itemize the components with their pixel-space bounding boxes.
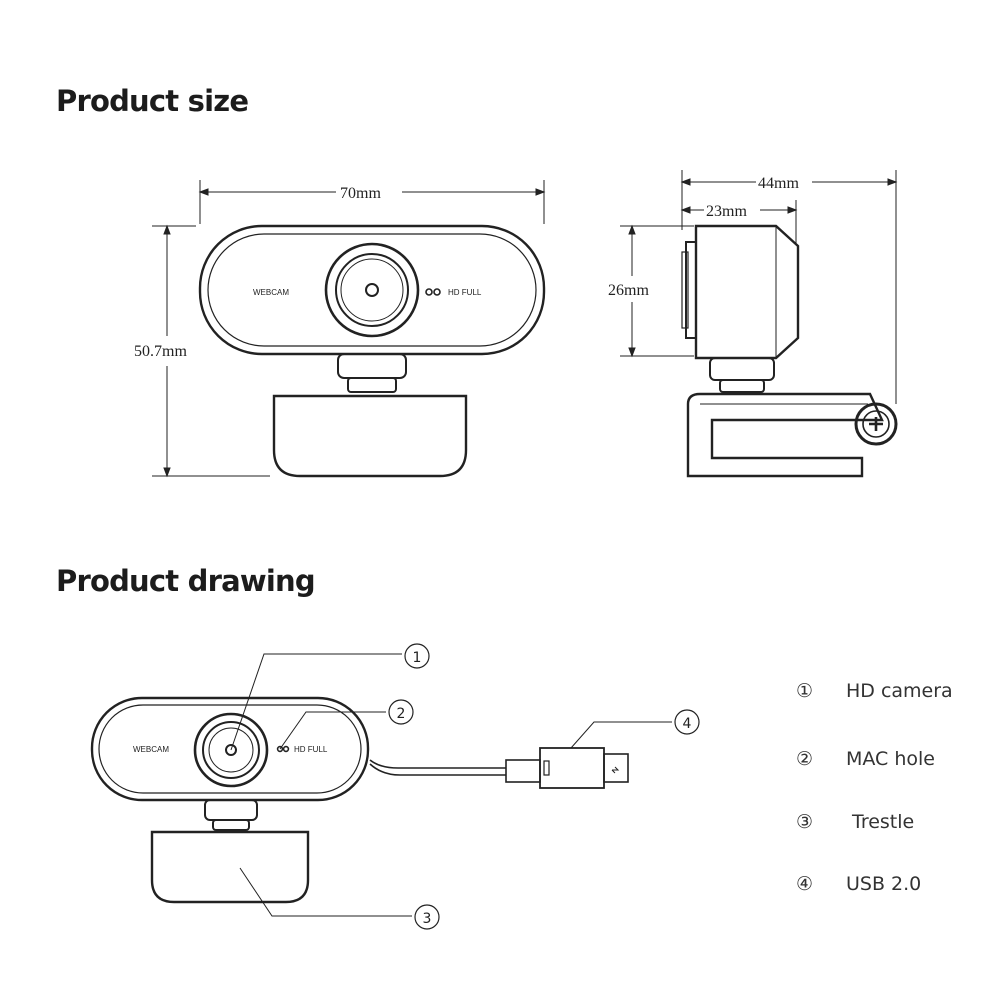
width-dimension-line [198,180,546,224]
legend-number-4: ④ [796,873,814,895]
callout-leader-lines [230,653,672,917]
legend-label-4: USB 2.0 [846,873,922,895]
callout-number-1: 1 [413,650,422,666]
callout-number-3: 3 [423,911,432,927]
body-height-dimension-line [620,224,694,358]
callout-number-4: 4 [683,716,692,732]
body-depth-label: 23mm [706,203,747,220]
legend-number-3: ③ [796,811,814,833]
side-view-webcam [681,224,898,478]
legend-item-usb: ④ USB 2.0 [796,873,921,895]
legend-number-2: ② [796,748,814,770]
height-dimension-label: 50.7mm [134,343,187,360]
legend-item-trestle: ③ Trestle [796,811,914,833]
total-depth-label: 44mm [758,175,799,192]
front-hdfull-label: HD FULL [448,288,482,297]
drawing-webcam [90,696,629,904]
callout-marker-2 [388,699,414,725]
legend-label-1: HD camera [846,680,953,702]
legend-label-3: Trestle [852,811,915,833]
legend-number-1: ① [796,680,814,702]
front-webcam-label: WEBCAM [253,288,289,297]
drawing-hdfull-label: HD FULL [294,745,328,754]
legend-item-mac-hole: ② MAC hole [796,748,935,770]
callout-marker-3 [414,904,440,930]
legend-item-hd-camera: ① HD camera [796,680,953,702]
product-size-heading: Product size [56,84,249,118]
drawing-webcam-label: WEBCAM [133,745,169,754]
callout-number-2: 2 [397,706,406,722]
callout-marker-1 [404,643,430,669]
callout-marker-4 [674,709,700,735]
height-dimension-line [152,224,270,478]
product-drawing-heading: Product drawing [56,564,316,598]
width-dimension-label: 70mm [340,185,381,202]
total-depth-dimension-line [680,170,898,404]
legend-label-2: MAC hole [846,748,935,770]
front-view-webcam [198,224,546,478]
body-depth-dimension-line [680,200,798,244]
body-height-label: 26mm [608,282,649,299]
